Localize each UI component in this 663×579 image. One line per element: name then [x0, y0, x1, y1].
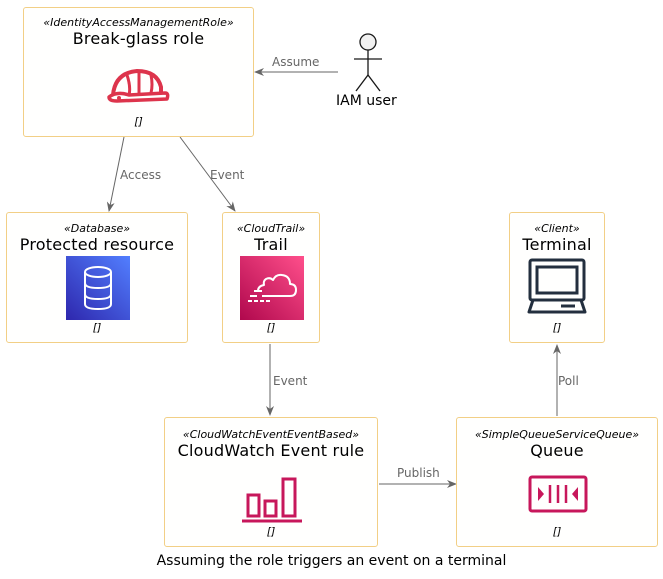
database-icon — [66, 256, 130, 320]
node-stereotype: «SimpleQueueServiceQueue» — [474, 428, 640, 441]
node-cloudwatch-event-rule[interactable]: «CloudWatchEventEventBased» CloudWatch E… — [164, 417, 378, 547]
edge-label-assume: Assume — [272, 55, 320, 69]
node-stereotype: «Database» — [63, 222, 131, 235]
node-title: Queue — [530, 441, 584, 460]
node-technology: [] — [92, 321, 102, 334]
node-title: Trail — [254, 235, 288, 254]
stick-figure-icon — [354, 33, 382, 92]
node-technology: [] — [134, 115, 143, 128]
iam-role-helmet-icon — [107, 69, 170, 103]
node-title: CloudWatch Event rule — [177, 441, 365, 460]
edge-label-publish: Publish — [397, 466, 440, 480]
node-title: Terminal — [522, 235, 592, 254]
cloudwatch-event-rule-icon — [242, 477, 302, 523]
node-stereotype: «Client» — [534, 222, 580, 235]
edge-event-role-trail — [179, 136, 236, 212]
cloudtrail-icon — [240, 256, 304, 320]
node-break-glass-role[interactable]: «IdentityAccessManagementRole» Break-gla… — [23, 7, 254, 137]
node-terminal[interactable]: «Client» Terminal [] — [509, 212, 605, 343]
edge-label-event-trail-rule: Event — [273, 374, 308, 388]
node-stereotype: «IdentityAccessManagementRole» — [43, 16, 234, 29]
edge-label-event-role-trail: Event — [210, 168, 245, 182]
node-stereotype: «CloudWatchEventEventBased» — [182, 428, 360, 441]
edge-label-access: Access — [120, 168, 162, 182]
actor-iam-user[interactable]: IAM user — [336, 93, 397, 109]
node-stereotype: «CloudTrail» — [236, 222, 306, 235]
node-protected-resource[interactable]: «Database» Protected resource [] — [6, 212, 188, 343]
node-trail[interactable]: «CloudTrail» Trail [] — [222, 212, 320, 343]
sqs-queue-icon — [528, 475, 588, 513]
node-queue[interactable]: «SimpleQueueServiceQueue» Queue [] — [456, 417, 658, 547]
node-technology: [] — [552, 525, 562, 538]
edge-label-poll: Poll — [558, 374, 579, 388]
terminal-monitor-icon — [527, 258, 587, 314]
edge-access — [106, 136, 125, 212]
diagram-caption: Assuming the role triggers an event on a… — [156, 553, 507, 569]
node-title: Protected resource — [19, 235, 175, 254]
node-title: Break-glass role — [72, 29, 205, 48]
node-technology: [] — [266, 525, 276, 538]
node-technology: [] — [552, 321, 562, 334]
node-technology: [] — [266, 321, 276, 334]
